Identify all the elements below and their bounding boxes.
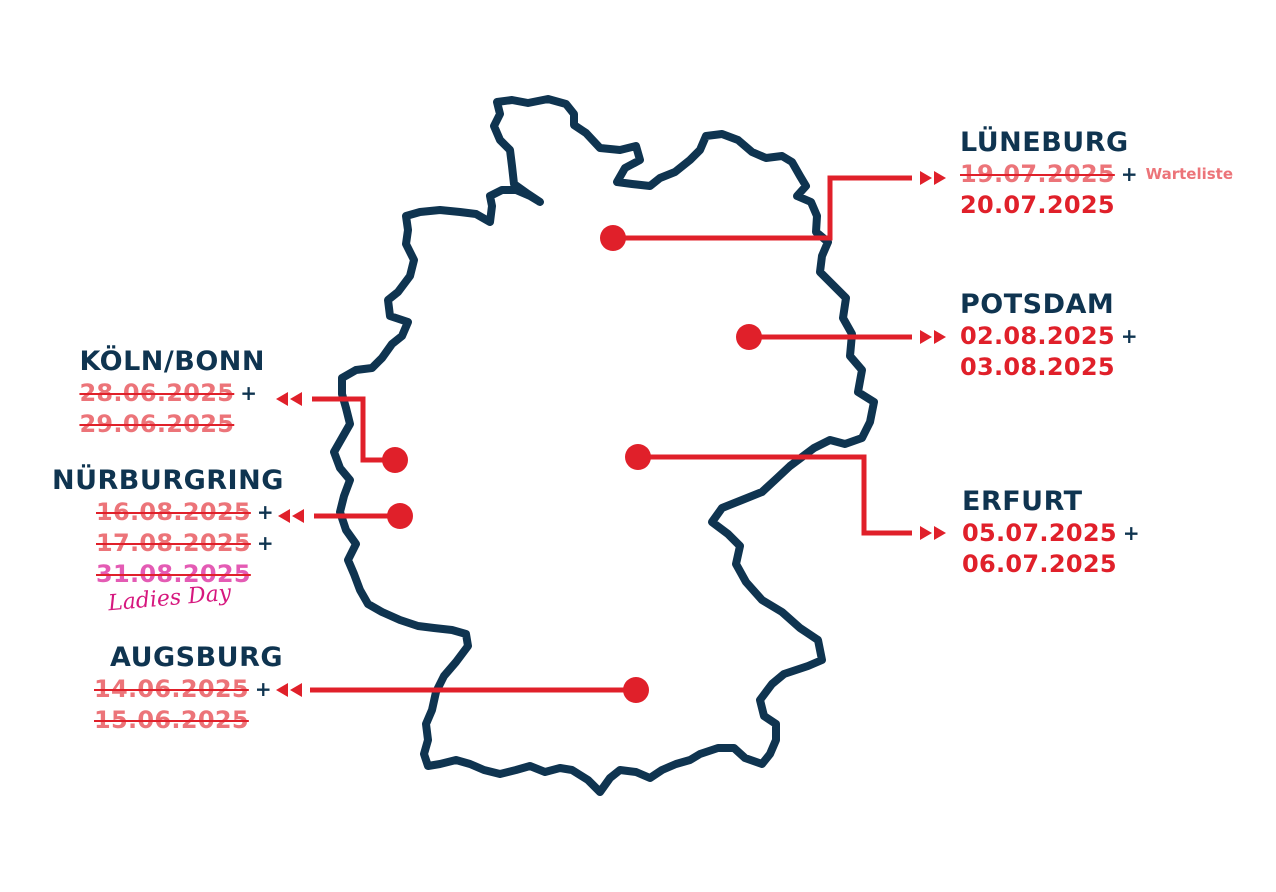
location-augsburg: AUGSBURG 14.06.2025 + 15.06.2025 <box>94 643 283 735</box>
plus-sign: + <box>256 530 274 555</box>
waitlist-note[interactable]: Warteliste <box>1145 164 1234 183</box>
connector-erfurt <box>638 454 912 536</box>
date-entry: 20.07.2025 <box>960 190 1115 219</box>
date-entry: 19.07.2025 <box>960 159 1115 188</box>
date-entry: 02.08.2025 <box>960 321 1115 350</box>
date-entry: 29.06.2025 <box>79 409 235 438</box>
location-potsdam: POTSDAM 02.08.2025 + 03.08.2025 <box>960 290 1138 382</box>
arrow-left-icon <box>276 683 302 697</box>
arrow-right-icon <box>920 171 946 185</box>
city-name: POTSDAM <box>960 289 1115 320</box>
arrow-left-icon <box>276 392 302 406</box>
plus-sign: + <box>1120 161 1138 186</box>
arrow-right-icon <box>920 330 946 344</box>
date-entry: 03.08.2025 <box>960 352 1115 381</box>
date-entry: 05.07.2025 <box>962 518 1117 547</box>
plus-sign: + <box>1122 520 1140 545</box>
marker-koeln-bonn[interactable] <box>382 447 408 473</box>
city-name: LÜNEBURG <box>960 127 1129 158</box>
city-name: NÜRBURGRING <box>52 465 284 496</box>
arrow-right-icon <box>920 526 946 540</box>
arrow-left-icon <box>278 509 304 523</box>
connector-koeln-bonn <box>312 396 395 463</box>
marker-augsburg[interactable] <box>623 677 649 703</box>
location-nuerburgring: NÜRBURGRING 16.08.2025 + 17.08.2025 + 31… <box>52 466 284 589</box>
date-entry: 28.06.2025 <box>79 378 235 407</box>
city-name: ERFURT <box>962 486 1083 517</box>
marker-lueneburg[interactable] <box>600 225 626 251</box>
date-entry: 31.08.2025 <box>96 559 251 588</box>
date-entry: 14.06.2025 <box>94 674 249 703</box>
city-name: AUGSBURG <box>110 642 284 673</box>
date-entry: 15.06.2025 <box>94 705 249 734</box>
date-entry: 06.07.2025 <box>962 549 1117 578</box>
connector-lueneburg <box>613 175 912 241</box>
location-erfurt: ERFURT 05.07.2025 + 06.07.2025 <box>962 487 1140 579</box>
plus-sign: + <box>254 676 272 701</box>
marker-nuerburgring[interactable] <box>387 503 413 529</box>
date-entry: 17.08.2025 <box>96 528 251 557</box>
plus-sign: + <box>1120 323 1138 348</box>
marker-erfurt[interactable] <box>625 444 651 470</box>
date-entry: 16.08.2025 <box>96 497 251 526</box>
location-lueneburg: LÜNEBURG 19.07.2025 + Warteliste 20.07.2… <box>960 128 1233 220</box>
marker-potsdam[interactable] <box>736 324 762 350</box>
location-koeln-bonn: KÖLN/BONN 28.06.2025 + 29.06.2025 <box>79 347 267 439</box>
city-name: KÖLN/BONN <box>79 346 265 377</box>
plus-sign: + <box>256 499 274 524</box>
plus-sign: + <box>240 380 258 405</box>
germany-outline <box>330 95 878 796</box>
